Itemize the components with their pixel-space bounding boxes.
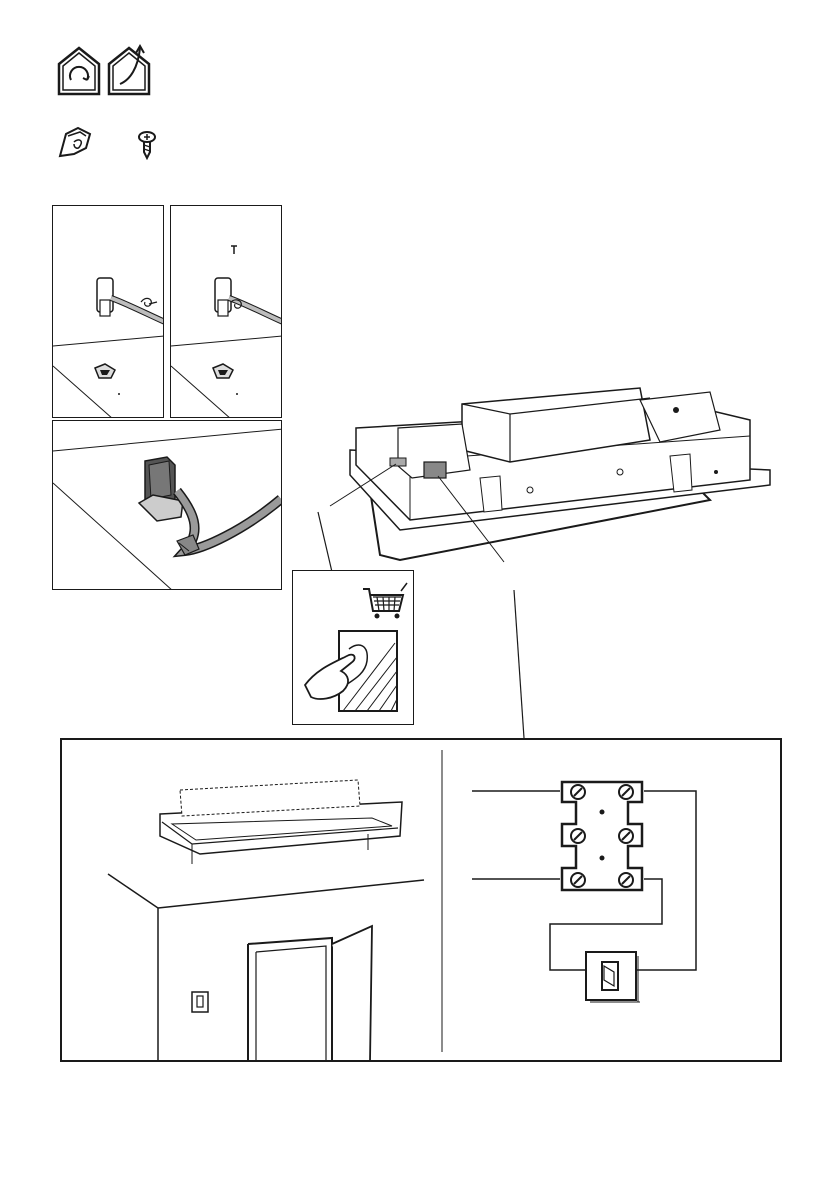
- peel-film-callout: [292, 570, 414, 725]
- door: [248, 926, 372, 1062]
- wall-anchor-clip-icon: [56, 122, 96, 162]
- switch-symbol: [586, 952, 640, 1002]
- plug-connector: [97, 278, 113, 316]
- room-illustration: [108, 874, 424, 1062]
- wall-switch: [192, 992, 208, 1012]
- wiring-diagram: [472, 782, 696, 1002]
- shopping-cart-icon: [363, 583, 407, 619]
- screw-icon: [136, 130, 158, 160]
- ceiling-hood-illustration: [160, 780, 402, 864]
- cable-clip-detail: [52, 420, 282, 590]
- plug-connector: [139, 457, 183, 521]
- installation-wiring-panel: [60, 738, 782, 1062]
- cable-clip-step-1: [52, 205, 164, 418]
- house-vent-out-icon: [106, 44, 152, 98]
- cable-clip-step-2: [170, 205, 282, 418]
- house-rotate-icon: [56, 44, 102, 98]
- peel-film-icon: [305, 631, 397, 711]
- terminal-block: [562, 782, 642, 890]
